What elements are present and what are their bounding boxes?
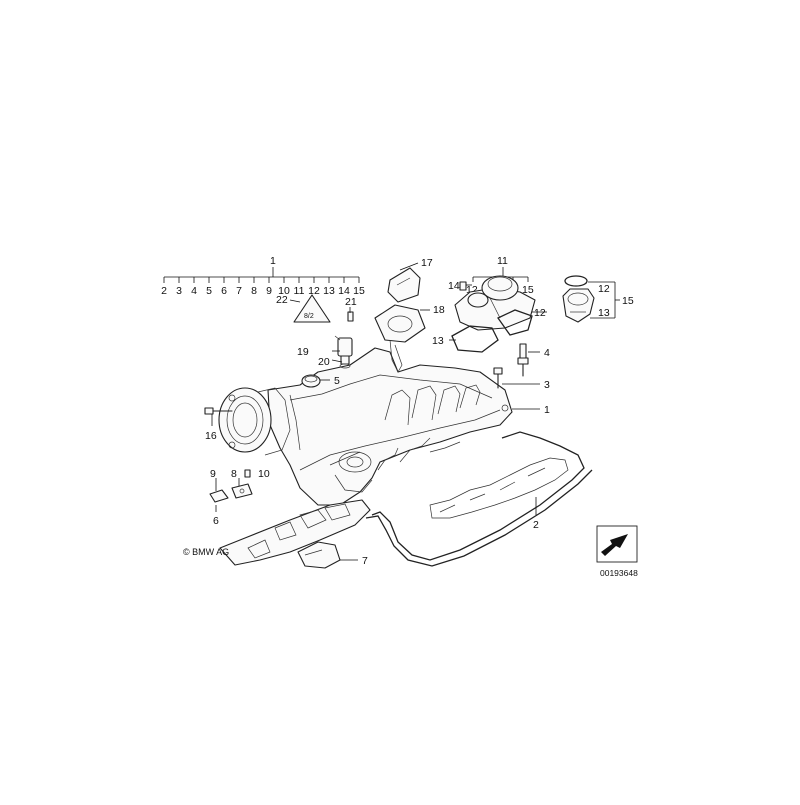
callout-1-sub-11: 11 (294, 285, 305, 297)
copyright-text: © BMW AG (183, 547, 229, 557)
label-14: 14 (448, 280, 460, 292)
throttle-flange (218, 387, 291, 456)
callout-1-sub-10: 10 (278, 285, 290, 297)
callout-1-sub-6: 6 (221, 285, 227, 297)
label-19: 19 (297, 346, 309, 358)
label-3: 3 (544, 379, 550, 391)
callout-1-sub-4: 4 (191, 285, 197, 297)
callout-11-sub-15: 15 (522, 284, 534, 296)
callout-1-sub-14: 14 (338, 285, 350, 297)
drawing-number: 00193648 (600, 568, 638, 578)
filler-neck-18 (374, 304, 426, 373)
label-12-mid: 12 (534, 307, 546, 319)
part-15-group (562, 275, 595, 323)
pressure-control-valve-11 (454, 275, 536, 331)
callout-11-label: 11 (497, 255, 508, 267)
label-13-left: 13 (432, 335, 444, 347)
label-18: 18 (433, 304, 445, 316)
callout-11-sub-12: 12 (466, 284, 478, 296)
label-15: 15 (622, 295, 634, 307)
label-22: 22 (276, 294, 288, 306)
label-20: 20 (318, 356, 330, 368)
label-2: 2 (533, 519, 539, 531)
clip-9 (209, 478, 229, 503)
bolt-3 (493, 367, 503, 389)
cylinder-head-cover (267, 344, 513, 506)
callout-labels: 1 2 3 4 5 6 7 8 9 10 12 13 12 13 14 15 1… (205, 257, 634, 567)
label-6: 6 (213, 515, 219, 527)
label-10: 10 (258, 468, 270, 480)
label-1: 1 (544, 404, 550, 416)
callout-1-sub-5: 5 (206, 285, 212, 297)
label-16: 16 (205, 430, 217, 442)
callout-1-sub-7: 7 (236, 285, 242, 297)
label-13-right: 13 (598, 307, 610, 319)
oil-filler-cap-17 (387, 267, 421, 303)
orientation-marker (596, 525, 638, 563)
gasket-13-mid (497, 309, 533, 336)
heat-shield-6 (219, 499, 371, 566)
plate-8 (231, 469, 253, 499)
sensor-4 (517, 343, 529, 377)
label-5: 5 (334, 375, 340, 387)
plug-5 (301, 374, 321, 388)
label-4: 4 (544, 347, 550, 359)
callout-1-sub-8: 8 (251, 285, 257, 297)
sensor-19 (334, 311, 354, 369)
label-8: 8 (231, 468, 237, 480)
callout-1-sub-3: 3 (176, 285, 182, 297)
label-9: 9 (210, 468, 216, 480)
callout-1-sub-2: 2 (161, 285, 167, 297)
bolt-16 (204, 407, 233, 415)
label-17: 17 (421, 257, 433, 269)
label-7: 7 (362, 555, 368, 567)
warning-triangle-22: 8/2 (293, 294, 331, 323)
callout-1-sub-15: 15 (353, 285, 365, 297)
label-21: 21 (345, 296, 357, 308)
warning-symbol-text: 8/2 (304, 313, 314, 320)
gasket-13-left (451, 325, 499, 353)
callout-1-label: 1 (270, 255, 276, 267)
callout-1-sub-9: 9 (266, 285, 272, 297)
leader-lines (211, 262, 620, 561)
callout-1-sub-12: 12 (308, 285, 320, 297)
profile-gasket-2 (365, 431, 593, 567)
callout-1-sub-13: 13 (323, 285, 335, 297)
label-12-right: 12 (598, 283, 610, 295)
